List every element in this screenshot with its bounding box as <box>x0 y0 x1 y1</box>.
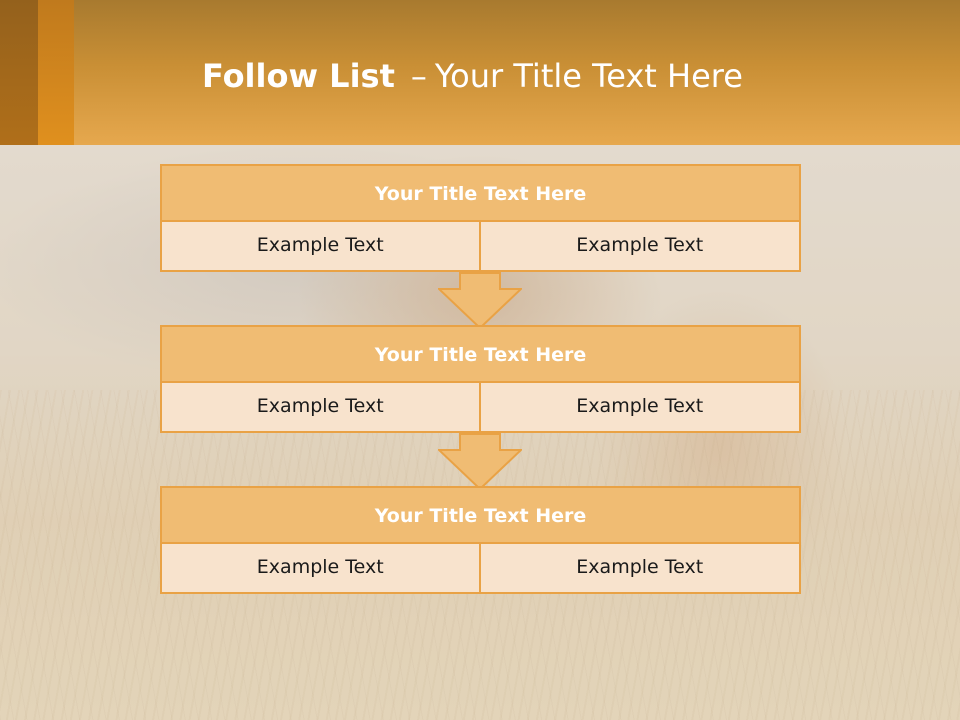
step-title: Your Title Text Here <box>160 486 801 544</box>
step-row: Example Text Example Text <box>160 222 801 272</box>
slide-title-bold: Follow List <box>202 57 395 95</box>
step-block-1: Your Title Text Here Example Text Exampl… <box>160 164 801 272</box>
step-row: Example Text Example Text <box>160 383 801 433</box>
step-cell-right: Example Text <box>480 383 801 433</box>
slide-title-separator: – <box>410 57 427 95</box>
step-title: Your Title Text Here <box>160 325 801 383</box>
step-cell-left: Example Text <box>160 544 481 594</box>
step-cell-left: Example Text <box>160 383 481 433</box>
step-title: Your Title Text Here <box>160 164 801 222</box>
step-cell-right: Example Text <box>480 544 801 594</box>
title-bar <box>0 0 960 145</box>
down-arrow-icon <box>438 272 522 330</box>
step-row: Example Text Example Text <box>160 544 801 594</box>
slide-title: Follow List–Your Title Text Here <box>202 52 743 100</box>
step-cell-left: Example Text <box>160 222 481 272</box>
title-bar-accent-dark <box>0 0 38 145</box>
step-block-3: Your Title Text Here Example Text Exampl… <box>160 486 801 594</box>
slide-title-rest: Your Title Text Here <box>434 57 743 95</box>
step-cell-right: Example Text <box>480 222 801 272</box>
title-bar-accent-light <box>38 0 74 145</box>
step-block-2: Your Title Text Here Example Text Exampl… <box>160 325 801 433</box>
down-arrow-icon <box>438 433 522 491</box>
